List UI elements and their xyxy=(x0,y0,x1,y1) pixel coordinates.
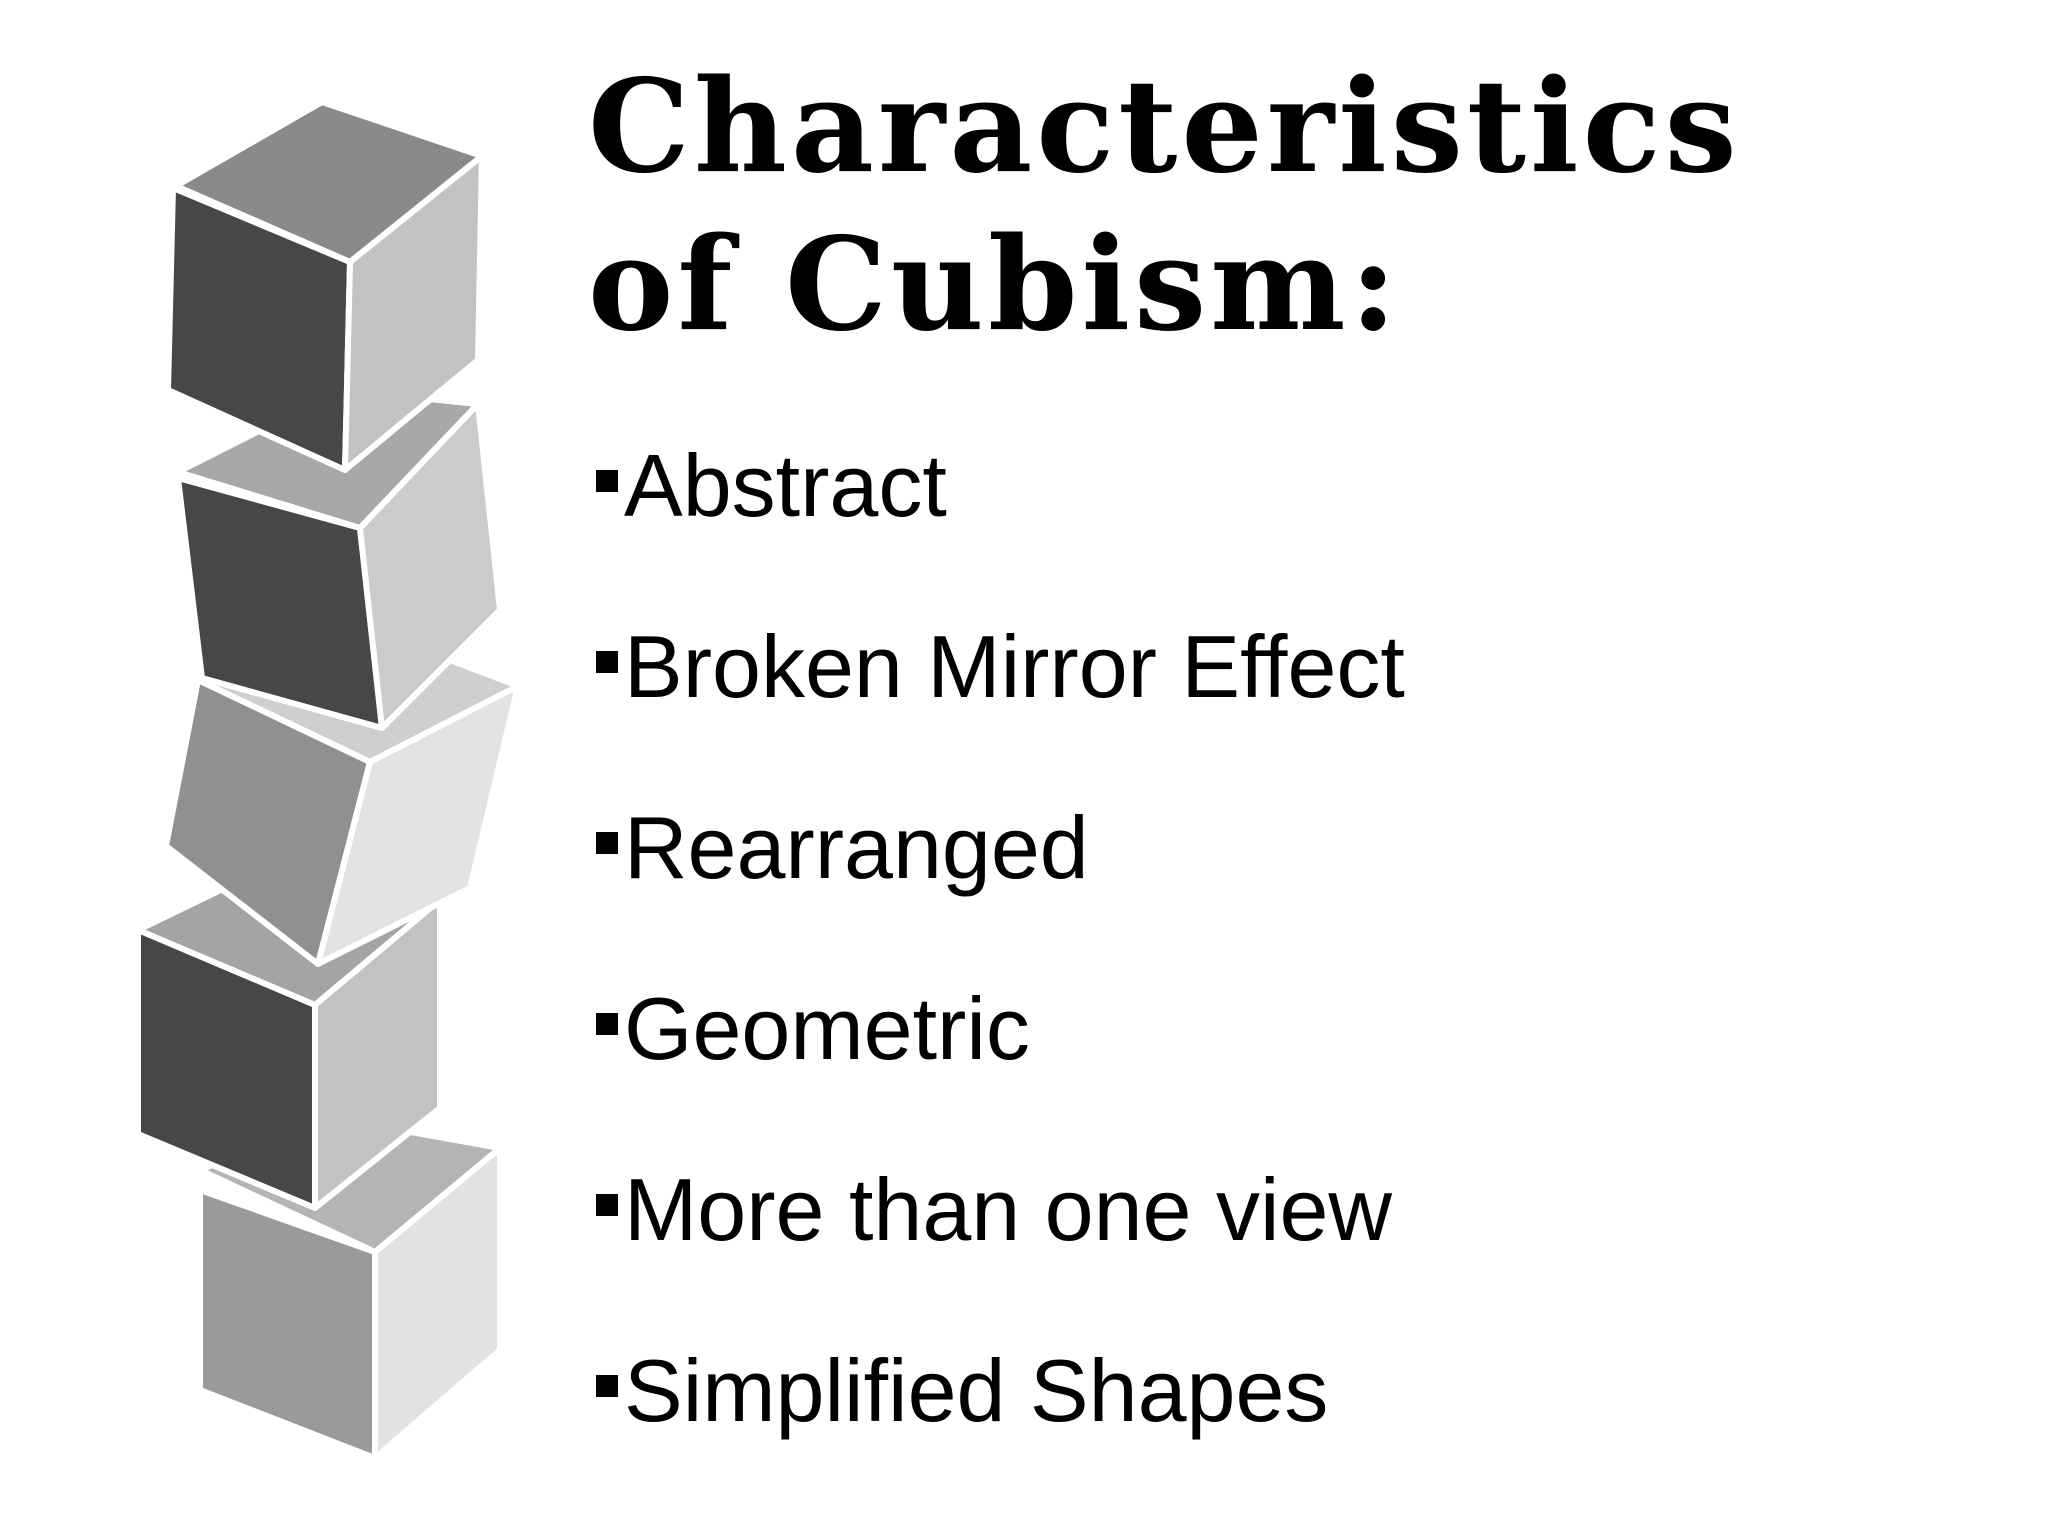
square-bullet-icon xyxy=(596,1194,618,1216)
bullet-item-rearranged: Rearranged xyxy=(596,798,1405,979)
slide-title: Characteristics of Cubism: xyxy=(588,48,1741,364)
bullet-text: Broken Mirror Effect xyxy=(624,617,1405,716)
square-bullet-icon xyxy=(596,1013,618,1035)
title-line-1: Characteristics xyxy=(588,52,1741,202)
cube-1 xyxy=(165,99,485,473)
bullet-item-geometric: Geometric xyxy=(596,979,1405,1160)
bullet-item-abstract: Abstract xyxy=(596,436,1405,617)
stacked-cubes-illustration xyxy=(135,99,521,1461)
bullet-text: Simplified Shapes xyxy=(624,1341,1329,1440)
bullet-text: Geometric xyxy=(624,979,1030,1078)
bullet-text: Abstract xyxy=(624,436,947,535)
bullet-item-broken-mirror-effect: Broken Mirror Effect xyxy=(596,617,1405,798)
title-line-2: of Cubism: xyxy=(588,210,1401,360)
square-bullet-icon xyxy=(596,651,618,673)
square-bullet-icon xyxy=(596,470,618,492)
bullet-text: More than one view xyxy=(624,1160,1392,1259)
cube-4 xyxy=(135,867,443,1211)
bullet-list: Abstract Broken Mirror Effect Rearranged… xyxy=(596,436,1405,1522)
bullet-text: Rearranged xyxy=(624,798,1089,897)
square-bullet-icon xyxy=(596,832,618,854)
bullet-item-simplified-shapes: Simplified Shapes xyxy=(596,1341,1405,1522)
bullet-item-more-than-one-view: More than one view xyxy=(596,1160,1405,1341)
square-bullet-icon xyxy=(596,1375,618,1397)
